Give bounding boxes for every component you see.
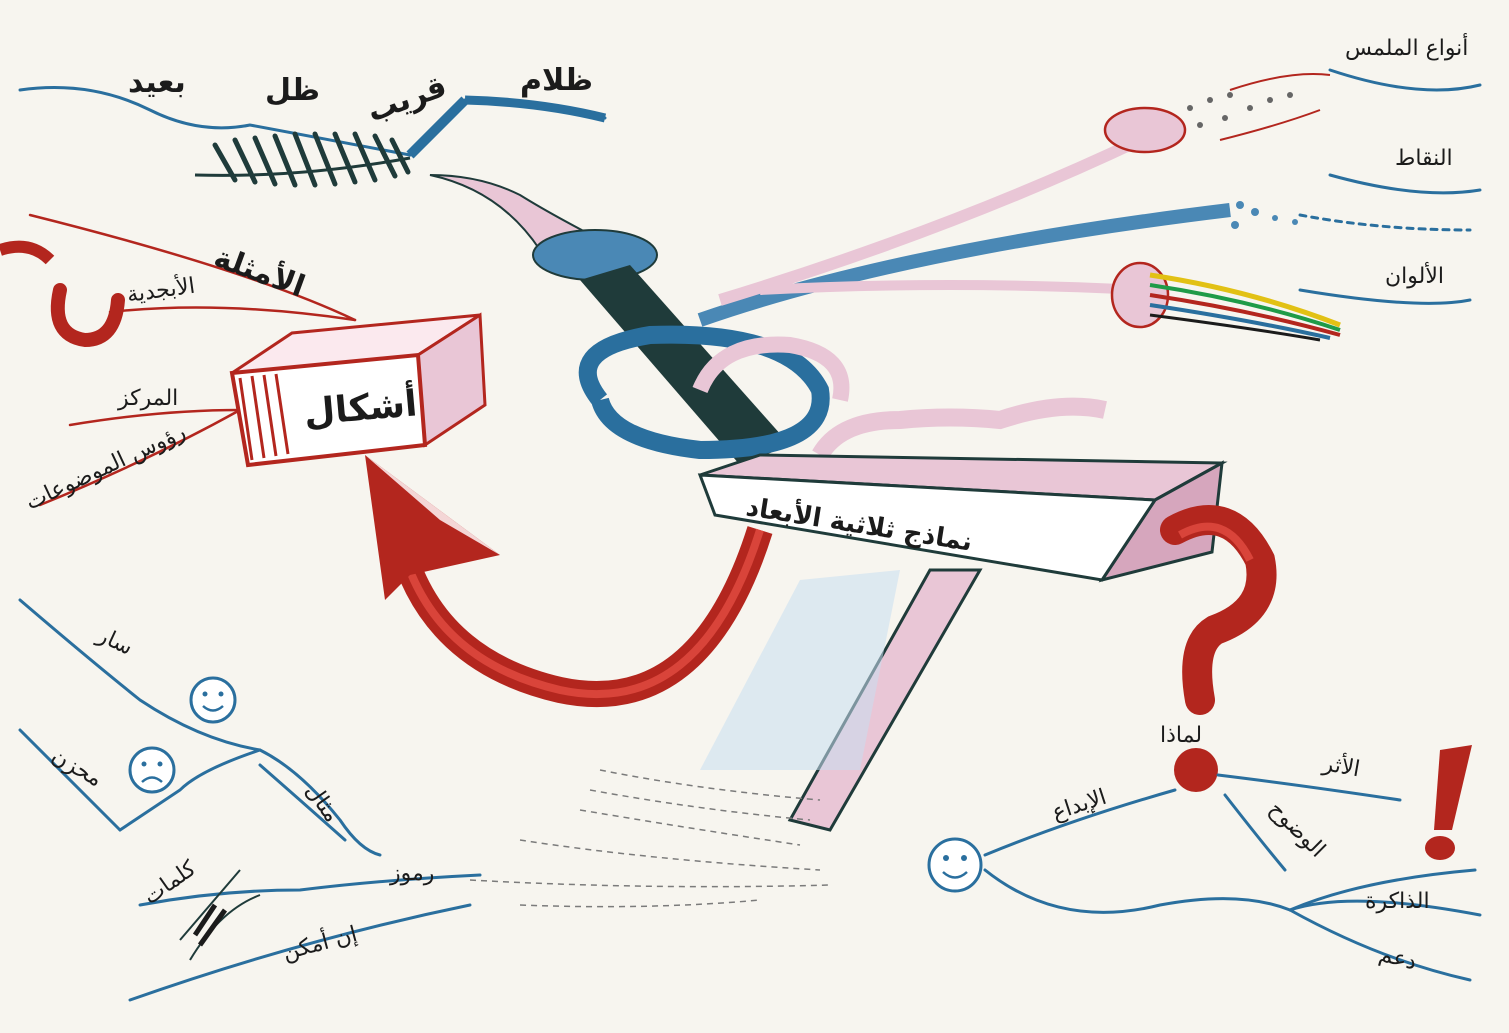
color-strands-icon: [1110, 261, 1341, 342]
why-node: [1174, 748, 1218, 792]
sad-face-icon: [128, 746, 176, 794]
smiley-face-icon: [189, 676, 237, 724]
label-alphabet: الأبجدية: [125, 272, 197, 308]
question-mark-icon: [1160, 505, 1277, 715]
label-center: المركز: [117, 386, 178, 411]
label-memory: الذاكرة: [1365, 889, 1430, 914]
label-example: مثال: [300, 779, 344, 827]
label-clarity: الوضوح: [1264, 797, 1330, 863]
curved-arrow-icon: [365, 455, 773, 707]
label-if-possible: إن أمكن: [279, 919, 360, 966]
alphabet-letter-icon: [0, 240, 125, 348]
label-colors: الألوان: [1385, 262, 1444, 289]
label-symbols: رموز: [389, 861, 434, 886]
label-shadow: ظل: [265, 73, 320, 108]
label-support: دعم: [1376, 942, 1419, 976]
shapes-box: أشكال: [229, 312, 487, 468]
label-words: كلمات: [139, 856, 201, 910]
label-touch-types: أنواع الملمس: [1345, 33, 1468, 61]
label-happy: سار: [93, 622, 137, 660]
shapes-branch: الأمثلة الأبجدية المركز رؤوس الموضوعات أ…: [0, 213, 487, 516]
senses-branch: أنواع الملمس النقاط الألوان: [1103, 33, 1482, 342]
label-dots: النقاط: [1395, 146, 1453, 171]
dots-brush-icon: [1220, 201, 1298, 229]
central-image: نماذج ثلاثية الأبعاد: [429, 134, 1231, 908]
smiley-face-icon: [927, 837, 983, 893]
shadow-branch: ظلام قريب ظل بعيد: [18, 63, 607, 188]
brush-tip-icon: [1103, 73, 1331, 154]
label-examples: الأمثلة: [209, 238, 310, 305]
exclamation-mark-icon: [1425, 745, 1472, 860]
shadow-hatching: [212, 131, 411, 188]
label-darkness: ظلام: [520, 63, 593, 98]
symbols-branch: سار محزن مثال رموز كلمات إن أمكن: [18, 598, 482, 1002]
why-branch: لماذا الأثر الإبداع الوضوح الذاكرة دعم: [927, 505, 1482, 982]
label-effect: الأثر: [1320, 749, 1362, 782]
label-far: بعيد: [128, 65, 186, 100]
label-why: لماذا: [1160, 723, 1202, 748]
label-topic-heads: رؤوس الموضوعات: [22, 420, 190, 516]
